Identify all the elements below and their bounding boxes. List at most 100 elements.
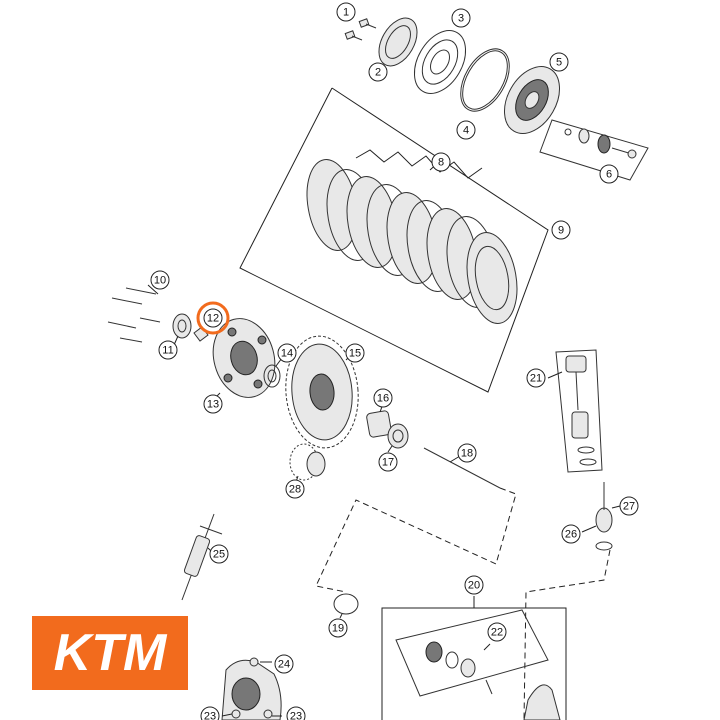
callout-number: 21 [530, 373, 542, 385]
callout-circle [328, 618, 348, 638]
callout-number: 25 [213, 549, 225, 561]
part-13-hub [212, 318, 276, 398]
callout-number: 3 [458, 13, 464, 25]
ktm-logo: KTM [32, 616, 188, 690]
callout-number: 27 [623, 501, 635, 513]
callout-5: 5 [549, 52, 569, 72]
callout-circle [277, 343, 297, 363]
callout-circle [619, 496, 639, 516]
callout-8: 8 [431, 152, 451, 172]
part-10-pins [107, 284, 161, 343]
dashed-link-lines [315, 487, 517, 593]
callout-16: 16 [373, 388, 393, 408]
highlight-ring [196, 301, 230, 335]
callout-number: 14 [281, 348, 293, 360]
callout-circle [336, 2, 356, 22]
callout-25: 25 [209, 544, 229, 564]
callout-18: 18 [457, 443, 477, 463]
callout-circle [599, 164, 619, 184]
slave-cylinder-partial [523, 684, 561, 720]
callout-circle [286, 706, 306, 720]
callout-circle [203, 308, 223, 328]
callout-23-2: 23 [286, 706, 306, 720]
part-20-bracket [381, 549, 611, 720]
part-19-oring [333, 593, 359, 619]
callout-number: 24 [278, 659, 290, 671]
part-28-small-gear [289, 443, 326, 483]
callout-2: 2 [368, 62, 388, 82]
callout-number: 28 [289, 484, 301, 496]
callout-circle [150, 270, 170, 290]
callout-circle [431, 152, 451, 172]
callout-23-1: 23 [200, 706, 220, 720]
callout-number: 17 [382, 457, 394, 469]
callout-circle [285, 479, 305, 499]
callout-28: 28 [285, 479, 305, 499]
callout-circle [551, 220, 571, 240]
callout-number: 4 [463, 125, 469, 137]
callout-circle [457, 443, 477, 463]
callout-circle [451, 8, 471, 28]
callout-number: 18 [461, 448, 473, 460]
callout-1: 1 [336, 2, 356, 22]
callout-circle [209, 544, 229, 564]
callout-10: 10 [150, 270, 170, 290]
part-16-bearing [366, 403, 392, 438]
callout-number: 12 [207, 313, 219, 325]
callout-circle [200, 706, 220, 720]
callout-14: 14 [277, 343, 297, 363]
callout-circle [274, 654, 294, 674]
part-23-housing [221, 657, 282, 720]
callout-number: 26 [565, 529, 577, 541]
part-11-washer [172, 313, 192, 346]
part-14-washer [263, 357, 283, 388]
part-15-gear [285, 335, 359, 449]
callout-number: 1 [343, 7, 349, 19]
callout-circle [526, 368, 546, 388]
callout-6: 6 [599, 164, 619, 184]
callout-circle [378, 452, 398, 472]
part-25-syringe [181, 513, 223, 601]
callout-number: 5 [556, 57, 562, 69]
callout-12: 12 [196, 301, 230, 335]
callout-17: 17 [378, 452, 398, 472]
callout-number: 13 [207, 399, 219, 411]
callout-circle [549, 52, 569, 72]
callout-20: 20 [464, 575, 484, 595]
callout-number: 6 [606, 169, 612, 181]
callout-number: 16 [377, 393, 389, 405]
part-8-clutch-plates [306, 149, 518, 324]
callout-13: 13 [203, 394, 223, 414]
part-26-banjo [581, 482, 621, 551]
callout-circle [345, 343, 365, 363]
callout-number: 10 [154, 275, 166, 287]
part-5-pressure-cap [504, 66, 560, 134]
part-2-ring [378, 17, 418, 67]
callout-26: 26 [561, 524, 581, 544]
callout-number: 23 [290, 711, 302, 720]
callout-number: 11 [162, 345, 173, 357]
callout-number: 22 [491, 627, 503, 639]
callout-number: 2 [375, 67, 381, 79]
callout-21: 21 [526, 368, 546, 388]
part-21-column [547, 349, 603, 473]
callout-circle [456, 120, 476, 140]
callout-circle [487, 622, 507, 642]
callout-circle [203, 394, 223, 414]
part-17-bushing [387, 423, 409, 453]
callout-27: 27 [619, 496, 639, 516]
ktm-logo-text: KTM [54, 624, 168, 682]
callout-number: 23 [204, 711, 216, 720]
part-18-push-rod [423, 447, 501, 489]
callout-3: 3 [451, 8, 471, 28]
callout-11: 11 [158, 340, 178, 360]
part-1-screws [344, 18, 377, 41]
callout-number: 9 [558, 225, 564, 237]
part-22-kit [395, 609, 549, 697]
callout-circle [158, 340, 178, 360]
callout-circle [368, 62, 388, 82]
callout-number: 19 [332, 623, 344, 635]
callout-24: 24 [274, 654, 294, 674]
callout-circle [373, 388, 393, 408]
